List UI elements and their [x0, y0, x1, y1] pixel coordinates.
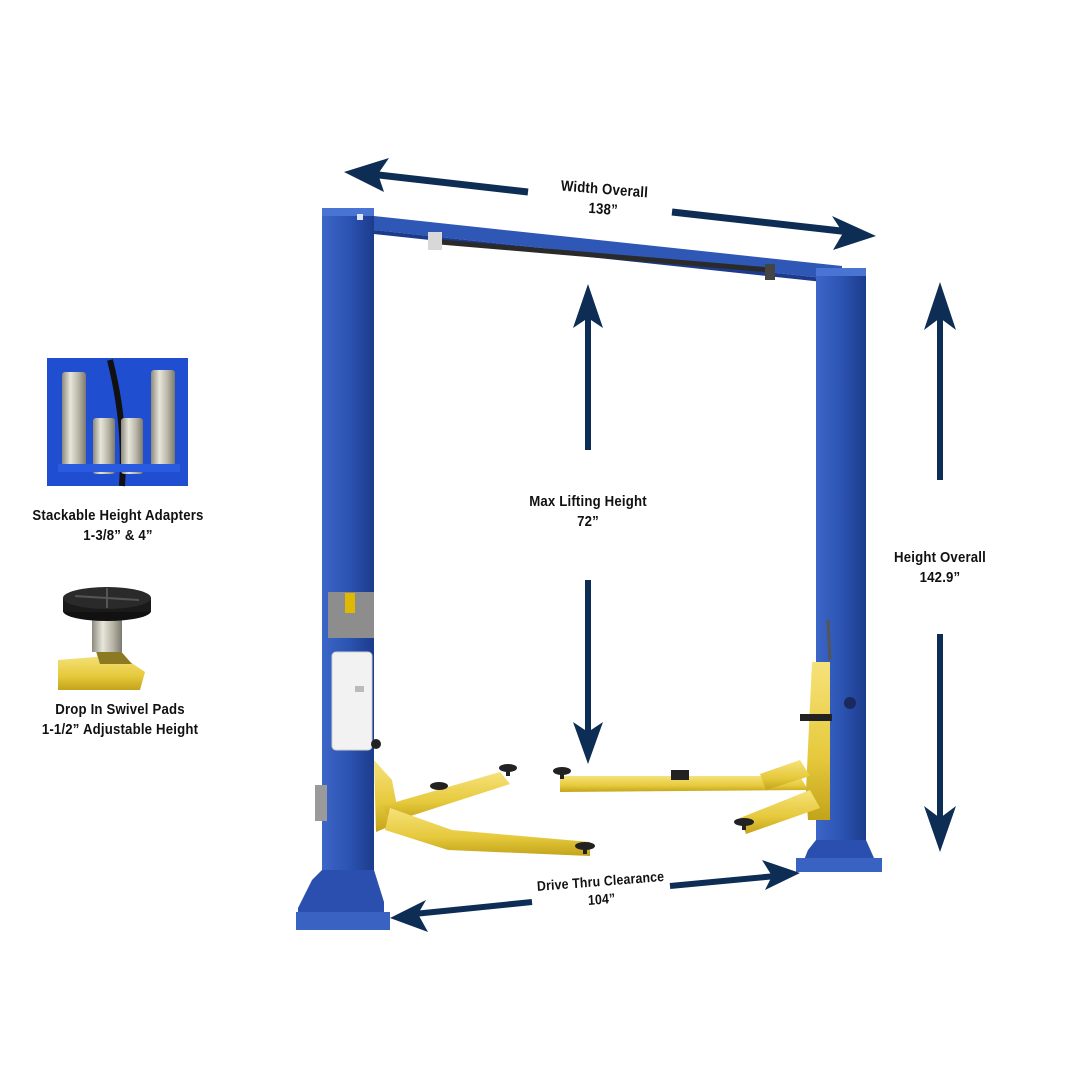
- height-adapters-photo: [47, 358, 188, 487]
- max-lifting-height-value: 72”: [577, 513, 599, 530]
- swivel-pad-photo: [58, 587, 151, 690]
- height-arrow-down-icon: [924, 634, 956, 852]
- drive-thru-arrow-left-icon: [390, 899, 533, 932]
- dimension-arrows: [344, 158, 956, 932]
- height-arrow-up-icon: [924, 282, 956, 480]
- swivel-pads-caption: Drop In Swivel Pads 1-1/2” Adjustable He…: [23, 700, 217, 740]
- swivel-pads-detail: 1-1/2” Adjustable Height: [41, 721, 199, 738]
- width-arrow-left-icon: [344, 158, 529, 196]
- drive-thru-arrow-right-icon: [669, 860, 800, 890]
- height-overall-title: Height Overall: [894, 549, 986, 566]
- max-lifting-height-title: Max Lifting Height: [529, 493, 647, 510]
- height-adapters-detail: 1-3/8” & 4”: [83, 527, 153, 544]
- height-adapters-caption: Stackable Height Adapters 1-3/8” & 4”: [14, 506, 222, 546]
- height-adapters-title: Stackable Height Adapters: [32, 507, 204, 524]
- max-lift-arrow-down-icon: [573, 580, 603, 764]
- height-overall-value: 142.9”: [919, 569, 961, 586]
- max-lifting-height-label: Max Lifting Height 72”: [507, 492, 669, 532]
- swivel-pads-title: Drop In Swivel Pads: [55, 701, 185, 718]
- two-post-lift: [296, 208, 882, 930]
- height-overall-label: Height Overall 142.9”: [878, 548, 1001, 588]
- max-lift-arrow-up-icon: [573, 284, 603, 450]
- width-arrow-right-icon: [671, 208, 876, 250]
